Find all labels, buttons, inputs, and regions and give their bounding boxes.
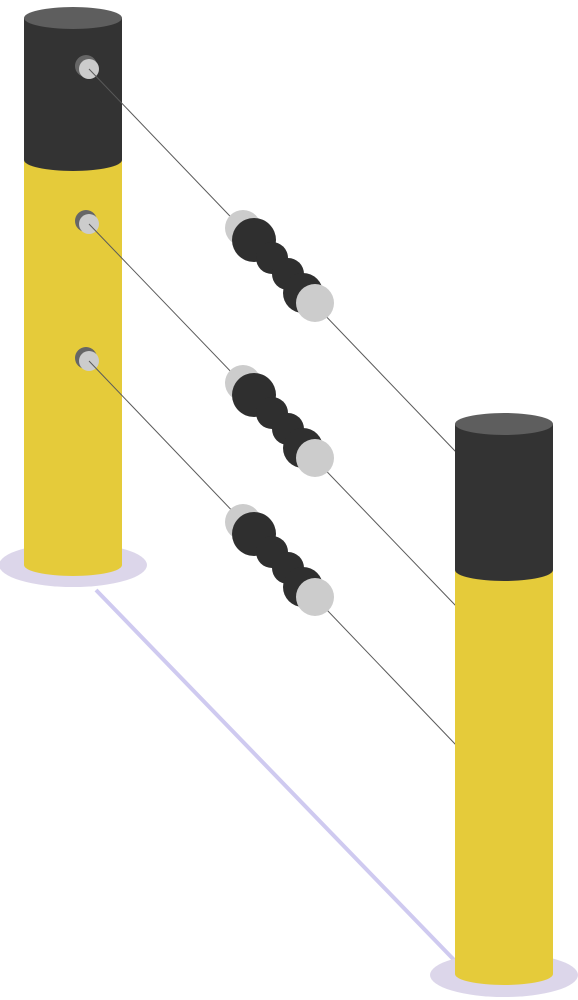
left-post-top (24, 7, 122, 29)
left-post-body (24, 160, 122, 576)
right-post-top (455, 413, 553, 435)
right-post-cap (455, 424, 553, 581)
left-post-cap (24, 18, 122, 171)
insulator-middle (225, 365, 334, 477)
insulator-top (225, 210, 334, 322)
left-post (0, 7, 147, 587)
right-post (430, 413, 578, 997)
right-post-body (455, 570, 553, 985)
ground-line (94, 588, 460, 966)
insulator-bottom (225, 504, 334, 616)
